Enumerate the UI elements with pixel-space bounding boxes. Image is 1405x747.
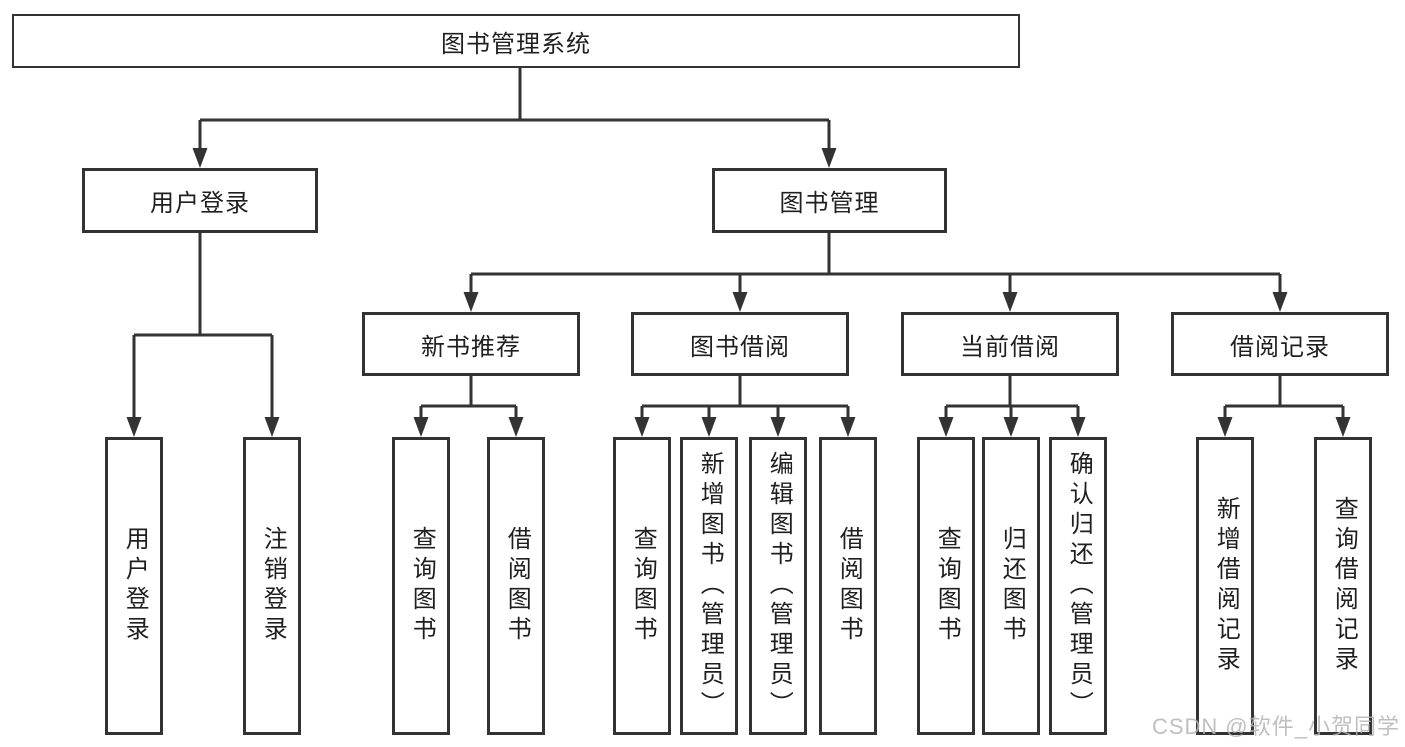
node-label: 查询图书 (408, 526, 436, 646)
connector-current-borrow-branch (938, 376, 1086, 437)
connector-root-to-level1 (192, 68, 837, 168)
node-label: 编辑图书（管理员） (765, 451, 793, 721)
node-book-management: 图书管理 (712, 168, 947, 233)
leaf-query-borrow-record: 查询借阅记录 (1314, 437, 1372, 735)
node-label: 图书管理系统 (441, 30, 591, 58)
leaf-confirm-return-admin: 确认归还（管理员） (1049, 437, 1107, 735)
leaf-user-login: 用户登录 (105, 437, 163, 735)
leaf-query-books-current: 查询图书 (917, 437, 975, 735)
node-label: 借阅图书 (835, 526, 863, 646)
connector-new-book-branch (413, 376, 524, 437)
node-label: 借阅图书 (503, 526, 531, 646)
node-label: 注销登录 (259, 526, 287, 646)
csdn-watermark: CSDN @软件_小贺同学 (1151, 714, 1400, 739)
node-label: 新增借阅记录 (1212, 496, 1240, 676)
leaf-logout: 注销登录 (243, 437, 301, 735)
leaf-add-book-admin: 新增图书（管理员） (680, 437, 738, 735)
connector-book-management-branch (463, 233, 1288, 312)
node-label: 用户登录 (150, 190, 250, 217)
node-label: 图书管理 (779, 190, 880, 217)
connector-user-login-branch (126, 233, 280, 437)
node-label: 图书借阅 (690, 333, 790, 361)
leaf-add-borrow-record: 新增借阅记录 (1196, 437, 1254, 735)
node-borrowing-records: 借阅记录 (1171, 312, 1389, 376)
node-library-management-system: 图书管理系统 (12, 14, 1020, 68)
node-label: 归还图书 (998, 526, 1026, 646)
node-label: 借阅记录 (1230, 333, 1330, 361)
leaf-borrow-books: 借阅图书 (819, 437, 877, 735)
leaf-borrow-books-recommend: 借阅图书 (487, 437, 545, 735)
node-label: 查询图书 (933, 526, 961, 646)
node-user-login: 用户登录 (82, 168, 318, 233)
node-label: 当前借阅 (960, 333, 1060, 361)
leaf-edit-book-admin: 编辑图书（管理员） (749, 437, 807, 735)
node-label: 用户登录 (121, 526, 149, 646)
leaf-query-books-recommend: 查询图书 (392, 437, 450, 735)
node-label: 确认归还（管理员） (1065, 451, 1093, 721)
leaf-return-book: 归还图书 (982, 437, 1040, 735)
node-label: 查询图书 (629, 526, 657, 646)
leaf-query-books-borrow: 查询图书 (613, 437, 671, 735)
node-new-book-recommendation: 新书推荐 (362, 312, 580, 376)
node-label: 新增图书（管理员） (696, 451, 724, 721)
node-book-borrowing: 图书借阅 (631, 312, 849, 376)
node-label: 新书推荐 (421, 333, 521, 361)
connector-borrow-record-branch (1217, 376, 1351, 437)
node-current-borrowing: 当前借阅 (901, 312, 1119, 376)
connector-book-borrow-branch (634, 376, 856, 437)
node-label: 查询借阅记录 (1330, 496, 1358, 676)
